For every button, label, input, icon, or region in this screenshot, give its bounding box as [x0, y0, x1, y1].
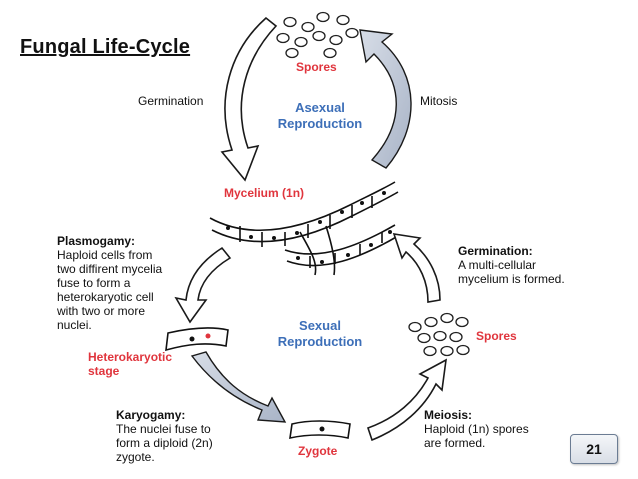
- note-plasmogamy: Plasmogamy: Haploid cells from two diffi…: [57, 234, 177, 332]
- note-line: form a diploid (2n): [116, 436, 213, 450]
- label-spores-right: Spores: [476, 329, 517, 343]
- note-line: The nuclei fuse to: [116, 422, 211, 436]
- label-spores-top: Spores: [296, 60, 337, 74]
- karyogamy-arrow: [190, 351, 287, 423]
- label-mitosis: Mitosis: [420, 94, 458, 108]
- page-title: Fungal Life-Cycle: [20, 36, 191, 58]
- label-sexual-reproduction: Sexual Reproduction: [270, 318, 370, 350]
- label-asexual-reproduction: Asexual Reproduction: [270, 100, 370, 132]
- note-karyogamy-heading: Karyogamy:: [116, 408, 186, 422]
- label-hetero-line1: Heterokaryotic: [88, 350, 173, 364]
- page-number-badge: 21: [570, 434, 618, 464]
- note-germination: Germination: A multi-cellular mycelium i…: [458, 244, 598, 286]
- note-line: mycelium is formed.: [458, 272, 565, 286]
- germination-arrow-right: [392, 233, 441, 303]
- label-asexual-line1: Asexual: [295, 100, 345, 115]
- germination-arrow-top: [220, 16, 278, 182]
- spore-cluster-top: [276, 11, 359, 59]
- label-sexual-line2: Reproduction: [277, 334, 363, 349]
- label-hetero-line2: stage: [88, 364, 120, 378]
- note-line: nuclei.: [57, 318, 92, 332]
- label-zygote: Zygote: [298, 444, 338, 458]
- spore-cluster-right: [408, 312, 470, 357]
- note-line: with two or more: [57, 304, 146, 318]
- meiosis-arrow: [366, 358, 448, 442]
- note-line: are formed.: [424, 436, 486, 450]
- note-line: two diffirent mycelia: [57, 262, 163, 276]
- note-plasmogamy-heading: Plasmogamy:: [57, 234, 136, 248]
- note-germination-heading: Germination:: [458, 244, 533, 258]
- label-heterokaryotic: Heterokaryotic stage: [88, 350, 172, 378]
- heterokaryotic-cell: [165, 327, 229, 352]
- plasmogamy-arrow: [174, 246, 232, 324]
- note-line: Haploid (1n) spores: [424, 422, 529, 436]
- note-line: Haploid cells from: [57, 248, 153, 262]
- note-line: heterokaryotic cell: [57, 290, 154, 304]
- mitosis-arrow: [359, 29, 412, 169]
- label-sexual-line1: Sexual: [299, 318, 341, 333]
- note-line: fuse to form a: [57, 276, 131, 290]
- label-mycelium: Mycelium (1n): [224, 186, 305, 200]
- note-karyogamy: Karyogamy: The nuclei fuse to form a dip…: [116, 408, 246, 464]
- label-asexual-line2: Reproduction: [277, 116, 363, 131]
- note-line: A multi-cellular: [458, 258, 537, 272]
- note-line: zygote.: [116, 450, 155, 464]
- mycelium-nuclei: [226, 191, 392, 264]
- note-meiosis-heading: Meiosis:: [424, 408, 473, 422]
- mycelium-hyphae: [209, 181, 399, 276]
- zygote-cell: [289, 420, 351, 440]
- note-meiosis: Meiosis: Haploid (1n) spores are formed.: [424, 408, 554, 450]
- label-germination-top: Germination: [138, 94, 204, 108]
